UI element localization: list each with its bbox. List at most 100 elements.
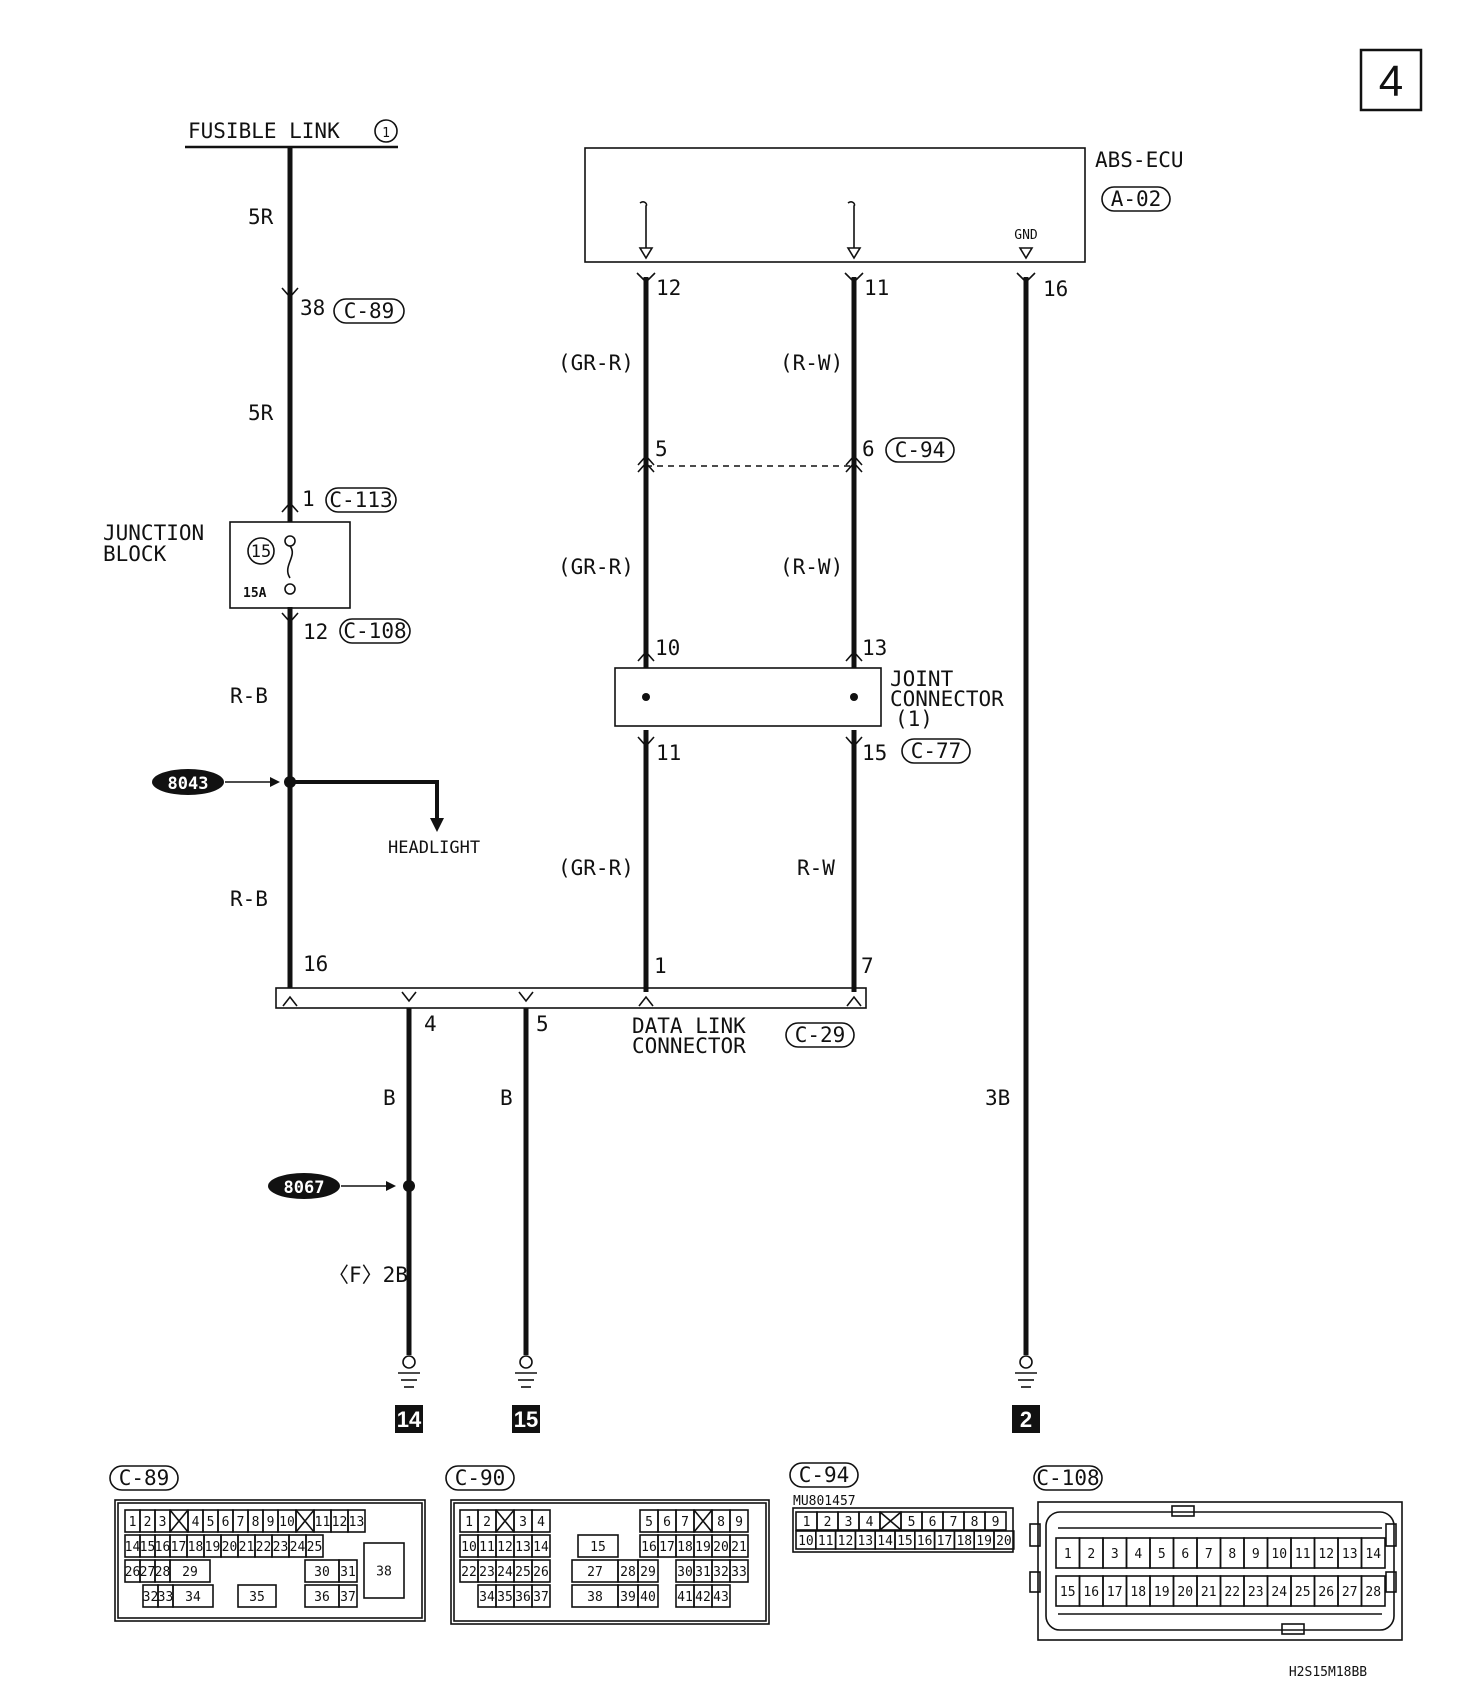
c29-badge: [785, 1022, 855, 1048]
wire-label-rb-lower: R-B: [230, 887, 268, 911]
ecu-terminal-12: [638, 247, 654, 260]
dlc-label-line1: DATA LINK: [632, 1014, 746, 1038]
connector-pin-number: 19: [976, 1534, 992, 1549]
c113-pin-mark: [281, 501, 299, 513]
connector-pin-number: 23: [273, 1540, 289, 1555]
connector-cell-unused: [169, 1509, 189, 1533]
connector-pin-number: 5: [207, 1515, 215, 1530]
connector-pin-number: 19: [695, 1540, 711, 1555]
connector-cell: [305, 1534, 324, 1558]
fuse-terminal-bottom: [284, 583, 296, 595]
connector-pin-number: 3: [845, 1515, 853, 1530]
connector-pin-number: 26: [125, 1565, 141, 1580]
ecu-pin-12: 12: [656, 276, 681, 300]
c113-code: C-113: [329, 488, 392, 512]
connector-pin-number: 14: [533, 1540, 549, 1555]
connector-pin-number: 16: [641, 1540, 657, 1555]
ecu-signal-12: [639, 201, 648, 248]
joint-pin-10-mark: [637, 650, 655, 662]
connector-pin-number: 20: [996, 1534, 1012, 1549]
connector-pin-number: 25: [307, 1540, 323, 1555]
dlc-pin5-mark: [518, 991, 534, 1003]
connector-pin-number: 15: [590, 1540, 606, 1555]
connector-pin-number: 3: [159, 1515, 167, 1530]
dlc-pin-1: 1: [654, 954, 667, 978]
connector-pin-number: 9: [992, 1515, 1000, 1530]
connector-pin-number: 22: [461, 1565, 477, 1580]
connector-pin-number: 11: [315, 1515, 331, 1530]
connector-cell: [363, 1542, 405, 1599]
c108-badge: [339, 618, 411, 644]
connector-pin-number: 5: [645, 1515, 653, 1530]
connector-pin-number: 18: [677, 1540, 693, 1555]
connector-cell: [1360, 1575, 1386, 1607]
connector-pin-number: 18: [188, 1540, 204, 1555]
connector-pin-number: 33: [731, 1565, 747, 1580]
ground-symbol-14: [398, 1355, 420, 1388]
connector-pin-number: 39: [620, 1590, 636, 1605]
abs-ecu-label: ABS-ECU: [1095, 148, 1184, 172]
connector-cell-unused: [693, 1509, 713, 1533]
view-c108-code: C-108: [1036, 1466, 1099, 1490]
connector-pin-number: 11: [818, 1534, 834, 1549]
connector-pin-number: 34: [185, 1590, 201, 1605]
c77-pin-11-mark: [637, 736, 655, 748]
dlc-box: [275, 987, 867, 1009]
connector-cell-unused: [879, 1511, 902, 1531]
connector-pin-number: 30: [677, 1565, 693, 1580]
connector-pin-number: 41: [677, 1590, 693, 1605]
connector-cell: [711, 1584, 731, 1608]
splice-8043-arrowhead: [270, 777, 280, 787]
connector-pin-number: 8: [252, 1515, 260, 1530]
connector-pin-number: 27: [140, 1565, 156, 1580]
junction-block-box: [229, 521, 351, 609]
connector-pin-number: 5: [908, 1515, 916, 1530]
connector-pin-number: 6: [222, 1515, 230, 1530]
connector-pin-number: 1: [1064, 1547, 1072, 1562]
dlc-pin7-mark: [846, 995, 862, 1007]
connector-pin-number: 23: [1248, 1585, 1264, 1600]
fuse-num-circle: [247, 537, 275, 565]
connector-pin-number: 8: [717, 1515, 725, 1530]
view-c94-part: MU801457: [793, 1494, 856, 1509]
connector-pin-number: 29: [182, 1565, 198, 1580]
connector-pin-number: 16: [155, 1540, 171, 1555]
c77-pin-15: 15: [862, 741, 887, 765]
ecu-pin-16-mark: [1016, 272, 1036, 284]
connector-pin-number: 2: [483, 1515, 491, 1530]
connector-pin-number: 29: [640, 1565, 656, 1580]
c89-badge: [333, 298, 405, 324]
c77-pin-11: 11: [656, 741, 681, 765]
connector-cell: [237, 1584, 277, 1608]
connector-pin-number: 11: [479, 1540, 495, 1555]
headlight-branch: [290, 780, 439, 820]
connector-pin-number: 11: [1295, 1547, 1311, 1562]
connector-pin-number: 43: [713, 1590, 729, 1605]
connector-pin-number: 25: [1295, 1585, 1311, 1600]
c108-pin: 12: [303, 620, 328, 644]
ecu-gnd-label: GND: [1014, 228, 1038, 243]
connector-cell: [531, 1509, 551, 1533]
connector-pin-number: 7: [237, 1515, 245, 1530]
connector-pin-number: 21: [239, 1540, 255, 1555]
connector-pin-number: 2: [144, 1515, 152, 1530]
connector-cell: [1360, 1537, 1386, 1569]
connector-pin-number: 6: [663, 1515, 671, 1530]
connector-pin-number: 2: [824, 1515, 832, 1530]
wire-label-f2b: 〈F〉2B: [328, 1263, 408, 1287]
view-c89-code: C-89: [119, 1466, 170, 1490]
connector-pin-number: 13: [1342, 1547, 1358, 1562]
connector-pin-number: 7: [950, 1515, 958, 1530]
joint-dot-left: [642, 693, 650, 701]
splice-8067-dot: [403, 1180, 415, 1192]
connector-pin-number: 9: [267, 1515, 275, 1530]
connector-pin-number: 10: [279, 1515, 295, 1530]
connector-cell: [729, 1509, 749, 1533]
connector-pin-number: 3: [519, 1515, 527, 1530]
connector-pin-number: 24: [290, 1540, 306, 1555]
junction-block-line2: BLOCK: [103, 542, 167, 566]
connector-cell: [577, 1534, 619, 1558]
wire-label-3b: 3B: [985, 1086, 1010, 1110]
